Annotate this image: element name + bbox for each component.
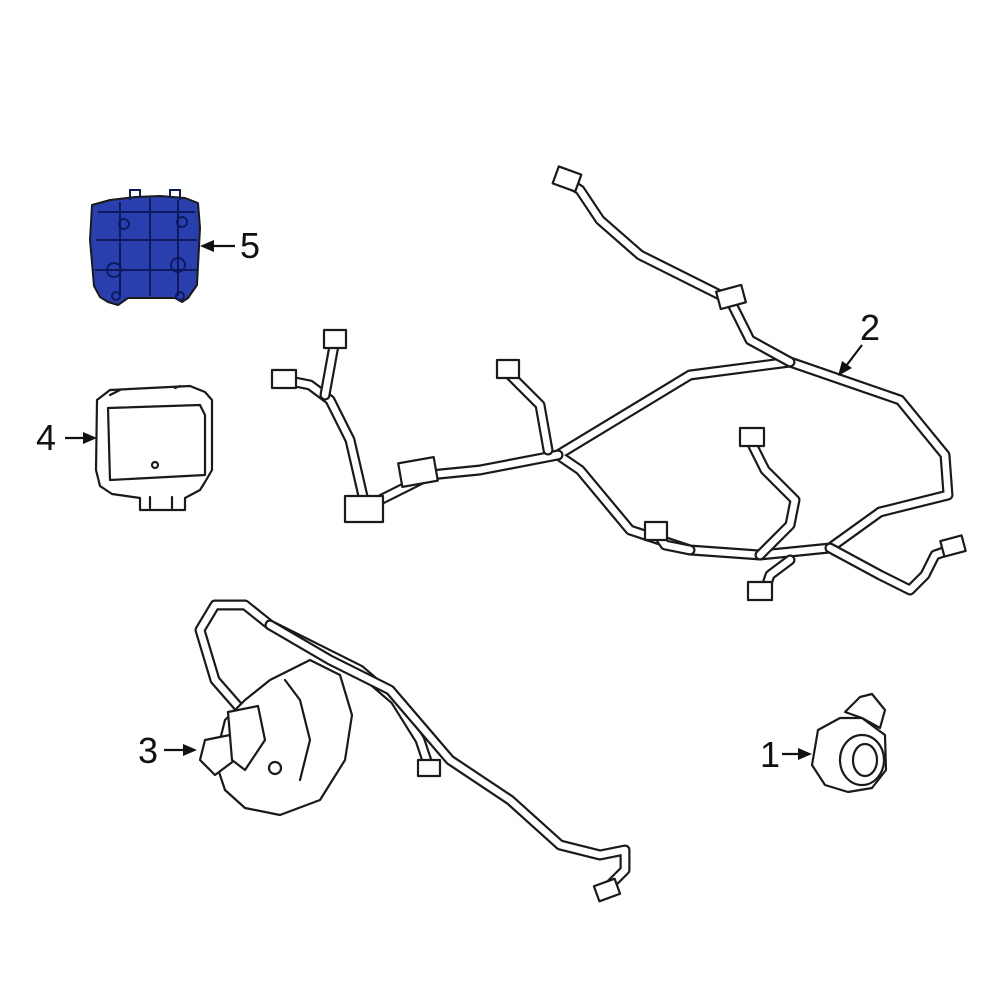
callout-2: 2	[838, 307, 880, 376]
part-5-bracket[interactable]	[89, 189, 201, 306]
callout-3-label: 3	[138, 730, 158, 771]
part-3-sensor-harness[interactable]	[194, 599, 631, 903]
callout-4-label: 4	[36, 417, 56, 458]
part-4-control-module[interactable]	[94, 384, 214, 512]
callout-3: 3	[138, 730, 197, 771]
part-1-sensor[interactable]	[810, 692, 888, 794]
callout-1: 1	[760, 734, 812, 775]
callout-5: 5	[200, 225, 260, 266]
part-2-wiring-harness[interactable]	[270, 165, 967, 602]
callout-4: 4	[36, 417, 97, 458]
callout-1-label: 1	[760, 734, 780, 775]
callout-2-label: 2	[860, 307, 880, 348]
callout-5-label: 5	[240, 225, 260, 266]
